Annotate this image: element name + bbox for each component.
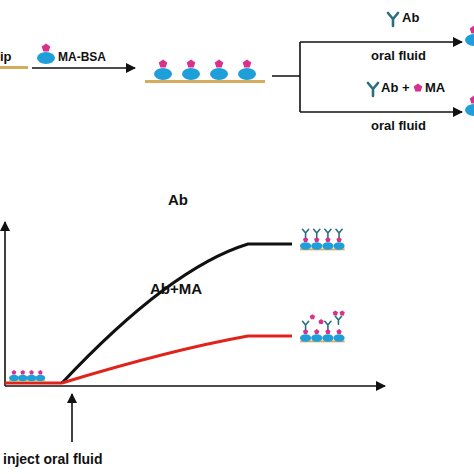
chip-edge [465,26,474,47]
curve-label: Ab [168,192,188,207]
ab-ma-result-chip [300,310,345,342]
reagent-label: Ab [402,11,419,24]
ma-bsa-coating [27,370,37,381]
step-arrow [32,67,135,69]
axis-note: inject oral fluid [3,452,103,466]
ab-ma-curve [62,336,292,383]
bound-antibody [302,321,308,329]
ma-bsa-coating [35,370,45,381]
sample-label: oral fluid [371,119,426,132]
reagent-label: MA [425,81,445,94]
bound-antibody [325,229,331,237]
ma-bsa-coating [9,370,19,381]
bound-antibody [325,321,331,329]
ma-bsa-coating [238,60,256,81]
antibody-icon [368,83,378,96]
ma-bsa-coating [300,329,311,342]
free-ma [318,319,323,324]
chip-surface [145,80,265,83]
branch-arrow [300,41,462,43]
ma-bsa-coating [333,237,344,250]
ma-bsa-coating [311,237,322,250]
baseline-curve [5,382,62,385]
chip-surface [0,66,28,69]
ma-bsa-coating [311,329,322,342]
ma-bsa-icon [37,44,55,65]
free-ma [339,310,344,315]
free-ma [310,314,315,319]
reagent-label: MA-BSA [58,51,106,63]
ma-icon [414,84,423,92]
bound-antibody [314,229,320,237]
ma-bsa-coating [322,329,333,342]
inject-arrow [71,394,73,442]
ab-curve [62,244,292,383]
bound-antibody [302,229,308,237]
ma-bsa-coating [182,60,200,81]
bound-antibody [336,229,342,237]
ab-result-chip [300,229,345,250]
x-axis [5,385,385,387]
chip-edge [465,96,474,117]
y-axis [4,222,6,386]
fork-line [272,42,300,112]
ma-bsa-coating [322,237,333,250]
free-antibody [335,316,341,324]
ma-bsa-coating [333,329,344,342]
ma-bsa-coating [154,60,172,81]
sample-label: oral fluid [371,49,426,62]
reagent-label: Ab + [381,81,410,94]
ma-bsa-coating [300,237,311,250]
antibody-icon [388,13,398,26]
branch-arrow [300,111,462,113]
ma-bsa-coating [210,60,228,81]
chip-label: ip [0,50,12,63]
curve-label: Ab+MA [150,281,202,296]
baseline-chip [9,370,45,382]
ma-bsa-coating [18,370,28,381]
free-ma [333,310,338,315]
